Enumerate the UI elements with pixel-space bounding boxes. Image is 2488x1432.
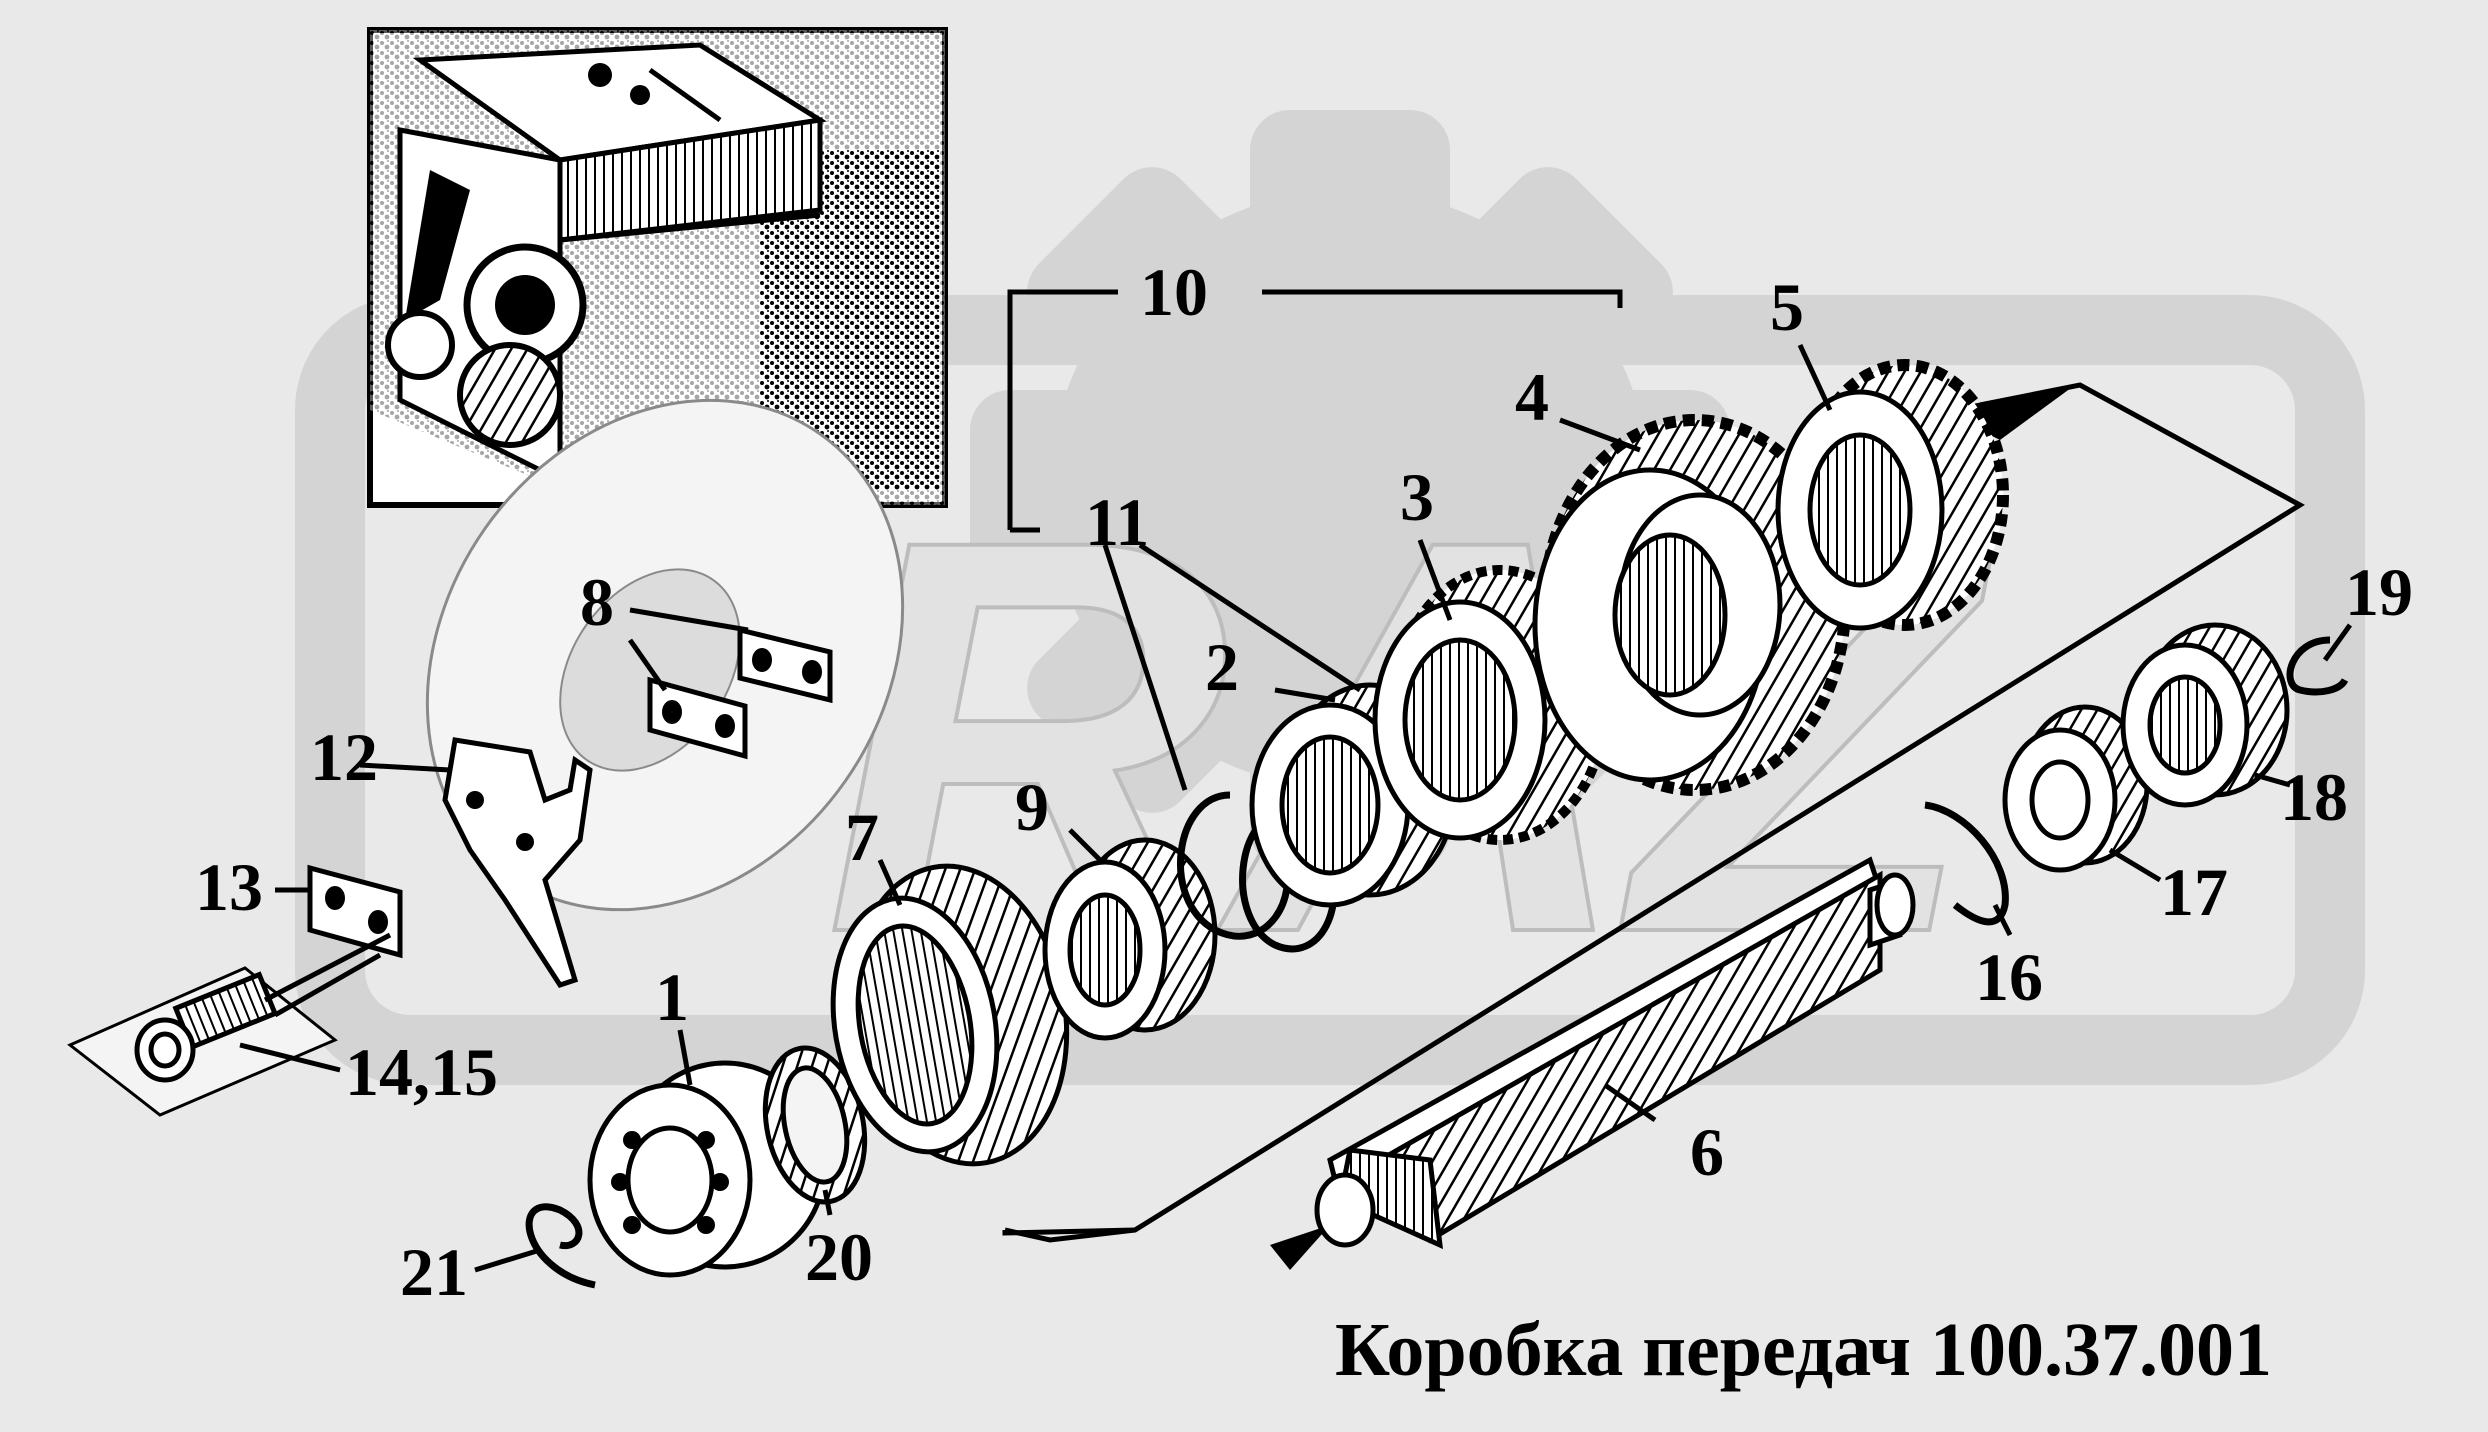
splined-shaft-icon <box>1314 856 1916 1250</box>
gear-5-icon <box>1775 359 2009 631</box>
bracket-lever-icon <box>442 737 593 988</box>
lock-plate-icon <box>647 626 833 760</box>
callout-20: 20 <box>805 1219 873 1295</box>
callout-17: 17 <box>2160 854 2228 930</box>
diagram-caption: Коробка передач 100.37.001 <box>1335 1308 2272 1392</box>
callout-18: 18 <box>2280 759 2348 835</box>
callout-2: 2 <box>1205 629 1239 705</box>
washer-20-icon <box>762 1045 868 1205</box>
snap-ring-21-icon <box>525 1203 596 1289</box>
callout-5: 5 <box>1770 269 1804 345</box>
callout-6: 6 <box>1690 1114 1724 1190</box>
callout-11: 11 <box>1085 484 1149 560</box>
bearing-18-icon <box>2120 622 2290 808</box>
callout-4: 4 <box>1515 359 1549 435</box>
callout-19: 19 <box>2345 554 2413 630</box>
callout-8: 8 <box>580 564 614 640</box>
snap-ring-19-icon <box>2286 636 2349 696</box>
lock-plate-13-icon <box>307 864 403 959</box>
callout-1: 1 <box>655 959 689 1035</box>
snap-ring-16-icon <box>1924 801 2009 926</box>
callout-21: 21 <box>400 1234 468 1310</box>
bearing-17-icon <box>2002 704 2150 873</box>
callouts: 1 2 3 4 5 6 7 8 9 10 11 12 13 14,15 16 1… <box>195 254 2413 1310</box>
gearbox-inset-photo <box>367 27 948 508</box>
bracket-10 <box>1007 289 1623 533</box>
bolt-icon <box>67 932 392 1117</box>
ring-gear-7-icon <box>830 863 1070 1167</box>
callout-3: 3 <box>1400 459 1434 535</box>
callout-13: 13 <box>195 849 263 925</box>
leader-lines <box>239 343 2353 1273</box>
callout-9: 9 <box>1015 769 1049 845</box>
gear-4-icon <box>1532 414 1851 796</box>
callout-12: 12 <box>310 719 378 795</box>
callout-7: 7 <box>845 799 879 875</box>
callout-14-15: 14,15 <box>345 1034 498 1110</box>
callout-10: 10 <box>1140 254 1208 330</box>
callout-16: 16 <box>1975 939 2043 1015</box>
